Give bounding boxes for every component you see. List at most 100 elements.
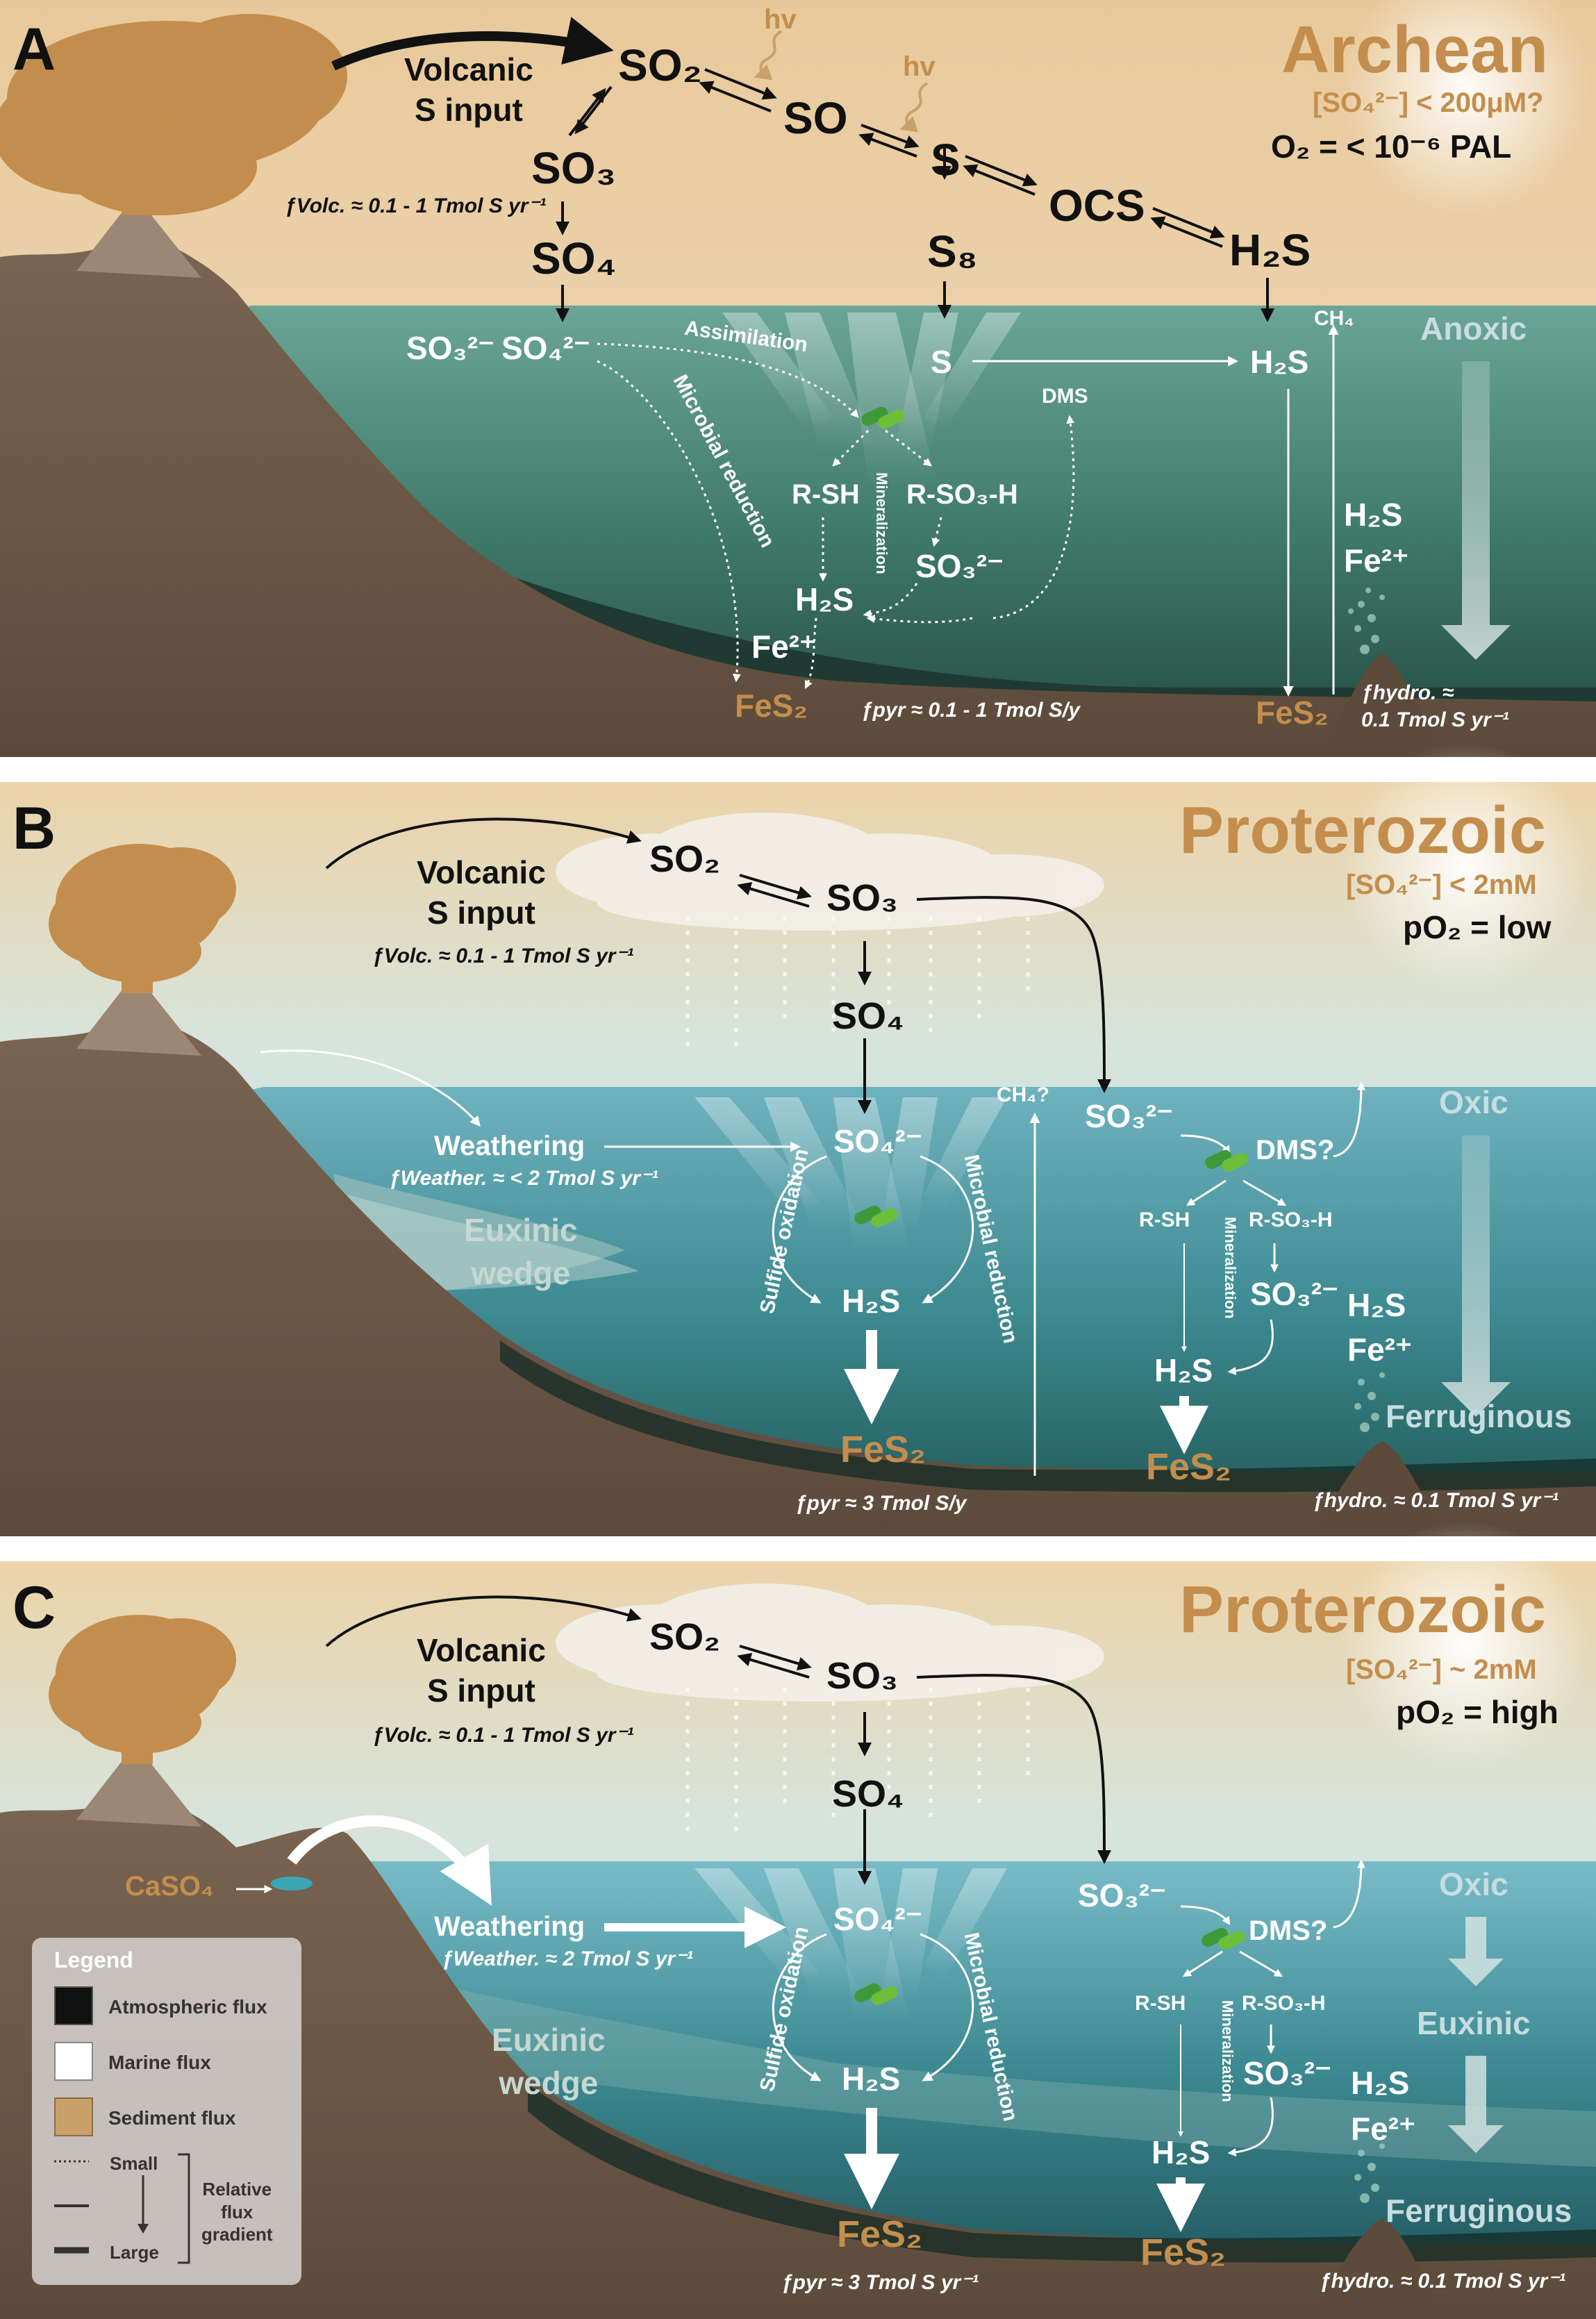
legend-label-gradient: Relative flux gradient — [201, 2179, 273, 2245]
panel-c-mineralization: Mineralization — [1219, 2000, 1236, 2102]
panel-a-oxygen-level: O₂ = < 10⁻⁶ PAL — [1271, 128, 1512, 165]
panel-a-scene — [0, 0, 1596, 757]
panel-c-volcanic-flux: ƒVolc. ≈ 0.1 - 1 Tmol S yr⁻¹ — [372, 1724, 634, 1747]
panel-b-mineralization: Mineralization — [1222, 1217, 1239, 1319]
panel-b-r-sh: R-SH — [1139, 1208, 1190, 1231]
panel-b-so3: SO₃ — [826, 877, 898, 919]
panel-b-vent-fe2: Fe²⁺ — [1347, 1331, 1413, 1368]
panel-b-volcanic-input: Volcanic S input — [417, 854, 546, 931]
panel-a-dms: DMS — [1042, 385, 1088, 408]
legend-label-sediment: Sediment flux — [108, 2107, 236, 2129]
panel-c-hydrothermal-flux: ƒhydro. ≈ 0.1 Tmol S yr⁻¹ — [1320, 2270, 1566, 2293]
panel-b-h2s: H₂S — [842, 1283, 901, 1319]
panel-c-h2s-mineralized: H₂S — [1152, 2134, 1211, 2170]
panel-b-oxic-label: Oxic — [1439, 1084, 1508, 1120]
panel-c-oxygen-level: pO₂ = high — [1396, 1694, 1558, 1730]
panel-c-vent-h2s: H₂S — [1351, 2065, 1410, 2101]
panel-a-mineralization: Mineralization — [873, 472, 890, 574]
panel-c-letter: C — [13, 1574, 56, 1641]
panel-a-so3: SO₃ — [531, 143, 617, 193]
panel-b-so4: SO₄ — [832, 995, 904, 1037]
panel-b-ferruginous-label: Ferruginous — [1386, 1398, 1572, 1434]
panel-a-era-title: Archean — [1281, 13, 1549, 87]
panel-a-hv-2: hv — [903, 51, 936, 82]
panel-a-anoxic-label: Anoxic — [1420, 310, 1527, 347]
legend-title: Legend — [54, 1947, 133, 1972]
legend-swatch-sediment — [54, 2097, 93, 2136]
panel-a-volcanic-input: Volcanic S input — [404, 51, 533, 128]
panel-c-euxinic-label: Euxinic — [1417, 2005, 1531, 2041]
panel-c-so2: SO₂ — [649, 1616, 721, 1658]
panel-b-sulfate-level: [SO₄²⁻] < 2mM — [1346, 870, 1537, 900]
panel-b-oxygen-level: pO₂ = low — [1403, 909, 1552, 945]
panel-c-pyrite: FeS₂ — [837, 2213, 923, 2255]
panel-c-so3: SO₃ — [826, 1655, 898, 1697]
panel-c-sulfate: SO₄²⁻ — [833, 1901, 922, 1937]
panel-c-sulfate-level: [SO₄²⁻] ~ 2mM — [1346, 1654, 1537, 1685]
panel-b-so2: SO₂ — [649, 838, 721, 880]
panel-a-pyrite-left: FeS₂ — [735, 688, 808, 724]
panel-c-euxinic-wedge: Euxinic wedge — [492, 2022, 606, 2102]
legend-gradient-glyph — [54, 2153, 190, 2264]
panel-c-ferruginous-label: Ferruginous — [1386, 2193, 1572, 2229]
panel-c-sulfite-mineralized: SO₃²⁻ — [1243, 2055, 1332, 2091]
panel-c-pyrite-right: FeS₂ — [1140, 2231, 1227, 2273]
panel-a-so2: SO₂ — [618, 40, 702, 90]
panel-c-weathering: Weathering — [434, 1911, 585, 1942]
panel-a-ocs: OCS — [1049, 181, 1145, 231]
panel-a-s: S — [931, 135, 961, 185]
panel-c-r-so3-h: R-SO₃-H — [1242, 1992, 1326, 2015]
panel-b-sulfite-mineralized: SO₃²⁻ — [1250, 1276, 1339, 1312]
panel-a-h2s-mineralized: H₂S — [795, 581, 854, 617]
panel-a-vent-h2s: H₂S — [1344, 497, 1403, 533]
panel-c-pyrite-flux: ƒpyr ≈ 3 Tmol S yr⁻¹ — [781, 2271, 979, 2294]
panel-c-sulfite: SO₃²⁻ — [1078, 1877, 1167, 1913]
legend: Legend Atmospheric flux Marine flux Sedi… — [32, 1938, 301, 2285]
panel-b-weathering: Weathering — [434, 1131, 585, 1161]
panel-b-letter: B — [13, 795, 56, 862]
legend-swatch-atmospheric — [54, 1986, 93, 2025]
legend-label-marine: Marine flux — [108, 2052, 211, 2073]
panel-b-vent-h2s: H₂S — [1347, 1287, 1406, 1323]
legend-label-atmospheric: Atmospheric flux — [108, 1996, 267, 2018]
panel-b-pyrite-right: FeS₂ — [1146, 1446, 1232, 1488]
panel-a-ch4: CH₄ — [1314, 307, 1354, 330]
panel-a-fe2: Fe²⁺ — [751, 629, 817, 665]
panel-b-weathering-flux: ƒWeather. ≈ < 2 Tmol S yr⁻¹ — [389, 1167, 658, 1190]
panel-a-sulfate: SO₄²⁻ — [501, 330, 590, 366]
panel-c-so4: SO₄ — [832, 1773, 904, 1815]
panel-b-sulfate: SO₄²⁻ — [833, 1123, 922, 1159]
panel-c-caso4: CaSO₄ — [125, 1871, 214, 1902]
panel-a-hv-1: hv — [764, 4, 797, 35]
panel-a-s-ocean: S — [931, 344, 952, 380]
panel-b-era-title: Proterozoic — [1179, 793, 1547, 867]
panel-a-sulfite: SO₃²⁻ — [406, 330, 495, 366]
panel-b-sulfite: SO₃²⁻ — [1085, 1098, 1174, 1134]
panel-a-so: SO — [783, 93, 848, 143]
panel-a-hydrothermal-flux: ƒhydro. ≈ 0.1 Tmol S yr⁻¹ — [1361, 681, 1509, 731]
panel-a-h2s-atmosphere: H₂S — [1229, 225, 1311, 275]
panel-c-era-title: Proterozoic — [1179, 1572, 1547, 1647]
panel-b-volcanic-flux: ƒVolc. ≈ 0.1 - 1 Tmol S yr⁻¹ — [372, 945, 634, 967]
panel-a-r-sh: R-SH — [792, 479, 860, 510]
panel-b-r-so3-h: R-SO₃-H — [1249, 1208, 1333, 1231]
panel-a-sulfate-level: [SO₄²⁻] < 200μM? — [1313, 88, 1544, 118]
panel-a-so4: SO₄ — [531, 233, 617, 283]
panel-c-oxic-label: Oxic — [1439, 1866, 1508, 1902]
panel-c-weathering-flux: ƒWeather. ≈ 2 Tmol S yr⁻¹ — [442, 1947, 693, 1970]
panel-b-pyrite: FeS₂ — [840, 1429, 926, 1470]
legend-label-small: Small — [110, 2153, 158, 2174]
panel-c-r-sh: R-SH — [1135, 1992, 1186, 2015]
panel-a-vent-fe2: Fe²⁺ — [1344, 542, 1409, 579]
panel-c-vent-fe2: Fe²⁺ — [1351, 2111, 1416, 2147]
panel-a-volcanic-flux: ƒVolc. ≈ 0.1 - 1 Tmol S yr⁻¹ — [285, 194, 547, 217]
panel-b-dms: DMS? — [1256, 1135, 1335, 1165]
panel-b-hydrothermal-flux: ƒhydro. ≈ 0.1 Tmol S yr⁻¹ — [1313, 1489, 1559, 1512]
panel-b-euxinic-wedge: Euxinic wedge — [464, 1212, 578, 1292]
panel-b-h2s-mineralized: H₂S — [1154, 1352, 1213, 1388]
legend-swatch-marine — [54, 2042, 93, 2081]
panel-c-dms: DMS? — [1249, 1915, 1328, 1946]
panel-a-letter: A — [13, 16, 56, 83]
panel-a-h2s-ocean: H₂S — [1250, 344, 1309, 380]
